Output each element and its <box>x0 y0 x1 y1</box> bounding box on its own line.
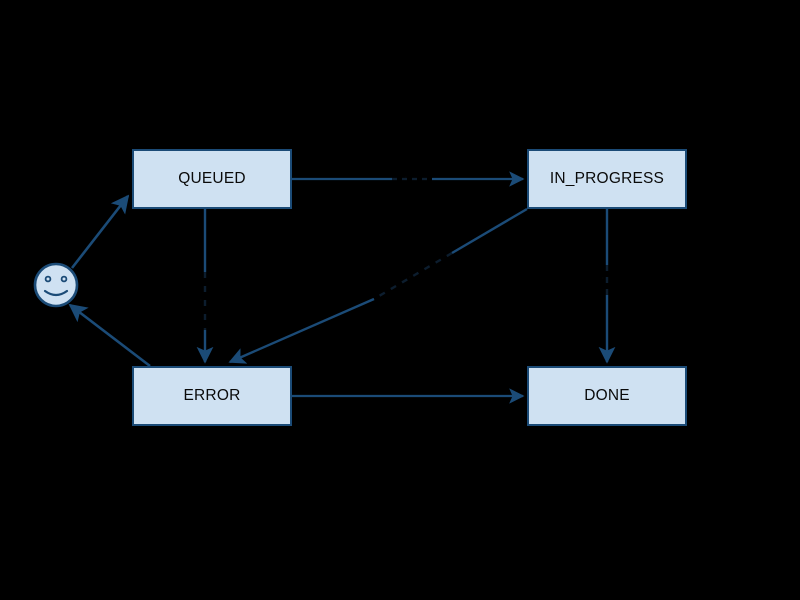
start-node-smiley-icon[interactable] <box>33 262 79 308</box>
edge-label-in-progress-to-done: · <box>601 272 605 284</box>
state-node-in-progress[interactable]: IN_PROGRESS <box>527 149 687 209</box>
state-label-queued: QUEUED <box>178 170 246 188</box>
edge-in-progress-to-error <box>228 207 528 364</box>
state-node-error[interactable]: ERROR <box>132 366 292 426</box>
edge-label-queued-to-in-progress: · <box>404 171 408 183</box>
edge-label-queued-to-error: · <box>199 294 203 306</box>
edge-start-to-queued <box>70 194 130 269</box>
state-node-queued[interactable]: QUEUED <box>132 149 292 209</box>
state-node-done[interactable]: DONE <box>527 366 687 426</box>
state-label-done: DONE <box>584 387 630 405</box>
edge-label-in-progress-to-error: · <box>408 271 412 283</box>
edge-error-to-start <box>68 303 151 368</box>
state-label-in-progress: IN_PROGRESS <box>549 170 665 188</box>
state-label-error: ERROR <box>183 387 241 405</box>
